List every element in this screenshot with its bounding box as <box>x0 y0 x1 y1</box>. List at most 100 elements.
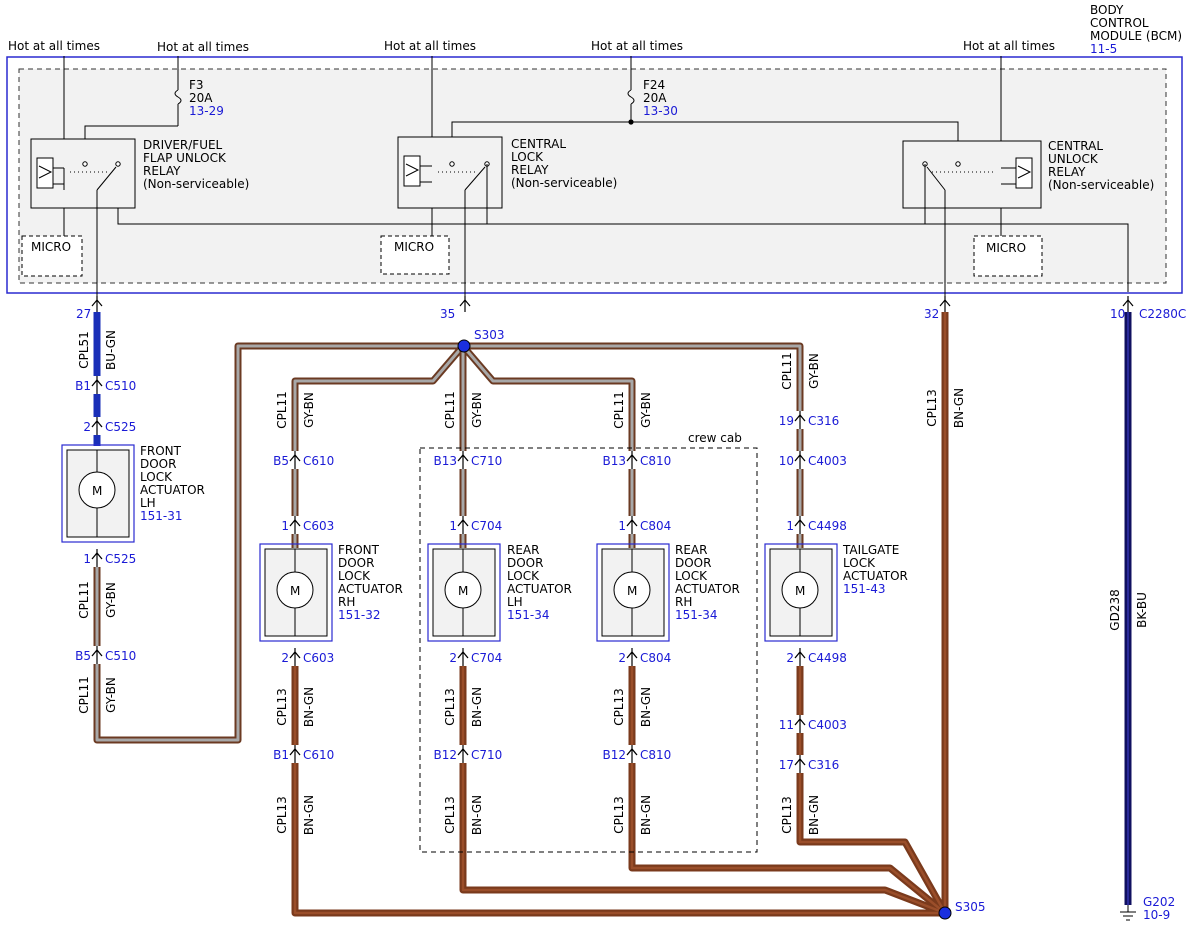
motor-label-rl: M <box>458 584 468 598</box>
connector-pin: 19 <box>779 414 794 428</box>
connector-id: C316 <box>808 758 839 772</box>
micro-label-2: MICRO <box>394 240 434 254</box>
act-rr-1: REAR <box>675 543 707 557</box>
micro-box-1 <box>21 235 83 277</box>
ground-name: G202 <box>1143 895 1175 909</box>
wire-color-code: GY-BN <box>470 392 484 428</box>
actuators: M M M M <box>61 444 838 642</box>
connector-pin: 1 <box>281 519 289 533</box>
hot-label-3: Hot at all times <box>384 39 476 53</box>
fuse-f3-rating: 20A <box>189 91 213 105</box>
act-lh-5: LH <box>140 496 156 510</box>
actuator-rear-rh: M <box>596 543 670 642</box>
bcm-ref: 11-5 <box>1090 42 1117 56</box>
splice-s303 <box>457 339 471 353</box>
relay2-line4: (Non-serviceable) <box>511 176 617 190</box>
connector-pin: 11 <box>779 718 794 732</box>
wire-color-code: BN-GN <box>470 687 484 727</box>
connector-pin: 2 <box>786 651 794 665</box>
pin-10: 10 <box>1110 307 1125 321</box>
micro-box-3 <box>973 235 1043 277</box>
act-tg-2: LOCK <box>843 556 876 570</box>
relay1-line1: DRIVER/FUEL <box>143 138 223 152</box>
fuse-f3-label: F3 20A 13-29 <box>189 78 224 118</box>
connector-pin: B1 <box>75 379 91 393</box>
motor-label-rr: M <box>627 584 637 598</box>
wire-circuit: GD238 <box>1108 589 1122 630</box>
connector-c2280c: C2280C <box>1139 307 1186 321</box>
wire-color-code: BU-GN <box>104 330 118 370</box>
relay-central-lock <box>397 136 503 300</box>
connector-id: C525 <box>105 420 136 434</box>
wire-circuit: CPL11 <box>275 391 289 429</box>
connector-id: C525 <box>105 552 136 566</box>
wire-label-cpl13: CPL13 BN-GN <box>612 687 653 727</box>
motor-label-rh: M <box>290 584 300 598</box>
connector-id: C316 <box>808 414 839 428</box>
bcm-name-1: BODY <box>1090 3 1124 17</box>
connector-tg_top1: 19 C316 <box>779 411 839 429</box>
act-lh-2: DOOR <box>140 457 176 471</box>
hot-labels: Hot at all times Hot at all times Hot at… <box>8 39 1055 54</box>
act-rl-ref: 151-34 <box>507 608 550 622</box>
relay-central-unlock-label: CENTRAL UNLOCK RELAY (Non-serviceable) <box>1048 139 1154 192</box>
connector-id: C4003 <box>808 454 847 468</box>
wire-circuit: CPL13 <box>443 688 457 726</box>
connector-id: C610 <box>303 454 334 468</box>
connector-pin: B5 <box>75 649 91 663</box>
act-rr-ref: 151-34 <box>675 608 718 622</box>
act-rl-5: LH <box>507 595 523 609</box>
wire-color-code: BN-GN <box>639 795 653 835</box>
motor-icon <box>444 571 482 609</box>
bcm-name-2: CONTROL <box>1090 16 1149 30</box>
act-rh-4: ACTUATOR <box>338 582 403 596</box>
splices: S303 S305 <box>457 328 986 920</box>
relay1-line2: FLAP UNLOCK <box>143 151 227 165</box>
wire-circuit: CPL13 <box>612 688 626 726</box>
wire-color-code: GY-BN <box>302 392 316 428</box>
fuse-f24-name: F24 <box>643 78 665 92</box>
relay3-line2: UNLOCK <box>1048 152 1099 166</box>
wire-circuit: CPL11 <box>77 581 91 619</box>
connector-id: C710 <box>471 748 502 762</box>
motor-label-tg: M <box>795 584 805 598</box>
relay1-line4: (Non-serviceable) <box>143 177 249 191</box>
fuse-f3-name: F3 <box>189 78 204 92</box>
connector-id: C510 <box>105 649 136 663</box>
act-rh-1: FRONT <box>338 543 380 557</box>
connector-pin: 2 <box>83 420 91 434</box>
act-rl-3: LOCK <box>507 569 540 583</box>
act-rh-5: RH <box>338 595 355 609</box>
fuse-symbols <box>174 89 635 105</box>
wire-color-code: BK-BU <box>1135 592 1149 628</box>
connector-pin: 1 <box>449 519 457 533</box>
connector-id: C704 <box>471 651 502 665</box>
bcm-pins: 27 35 32 10 C2280C <box>76 296 1186 321</box>
bcm-name-3: MODULE (BCM) <box>1090 29 1182 43</box>
wire-color-code: BN-GN <box>639 687 653 727</box>
act-tg-ref: 151-43 <box>843 582 886 596</box>
connector-id: C804 <box>640 651 671 665</box>
motor-icon <box>613 571 651 609</box>
connector-pin: B5 <box>273 454 289 468</box>
relay2-line1: CENTRAL <box>511 137 566 151</box>
connector-id: C710 <box>471 454 502 468</box>
act-rr-3: LOCK <box>675 569 708 583</box>
fuse-f24-label: F24 20A 13-30 <box>643 78 678 118</box>
relay3-line1: CENTRAL <box>1048 139 1103 153</box>
ground-icon <box>1120 905 1136 921</box>
actuator-tailgate: M <box>764 543 838 642</box>
connector-id: C810 <box>640 454 671 468</box>
